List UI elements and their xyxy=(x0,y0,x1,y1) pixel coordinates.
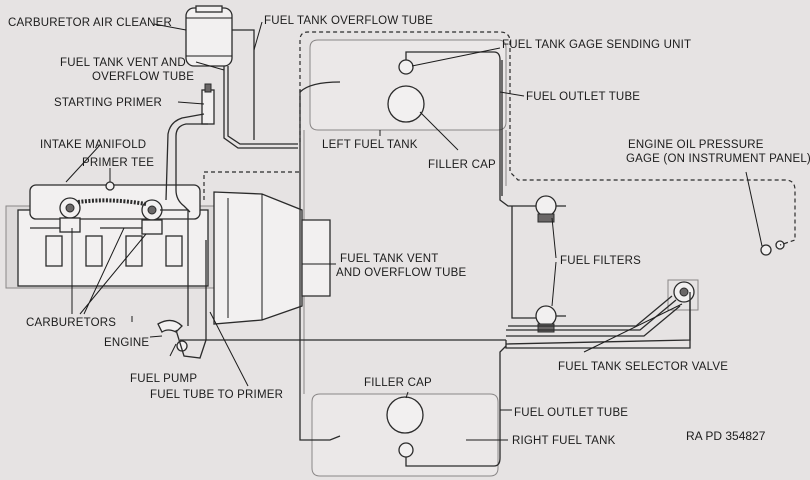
label-center-vent-2: AND OVERFLOW TUBE xyxy=(336,267,466,279)
right-fuel-tank xyxy=(311,393,499,477)
reference-number: RA PD 354827 xyxy=(686,429,766,443)
overflow-tube xyxy=(232,29,255,140)
engine-oil-pressure-gage xyxy=(760,240,785,256)
carburetor-left xyxy=(59,197,81,233)
label-carburetor-air-cleaner: CARBURETOR AIR CLEANER xyxy=(8,17,172,29)
label-fuel-pump: FUEL PUMP xyxy=(130,373,197,385)
label-primer-tee: PRIMER TEE xyxy=(82,157,154,169)
label-filler-cap-top: FILLER CAP xyxy=(428,159,496,171)
fuel-outlet-tube-bottom xyxy=(405,345,507,467)
label-fuel-tank-gage-sending-unit: FUEL TANK GAGE SENDING UNIT xyxy=(502,39,691,51)
left-tank-dashed-vent xyxy=(299,31,796,246)
carburetor-right xyxy=(141,199,163,235)
label-fuel-outlet-tube-bottom: FUEL OUTLET TUBE xyxy=(514,407,628,419)
filler-cap-bottom xyxy=(386,396,424,434)
engine-bellhousing xyxy=(213,191,331,325)
fuel-filter-bottom xyxy=(535,305,557,333)
label-fuel-tank-overflow-tube: FUEL TANK OVERFLOW TUBE xyxy=(264,15,433,27)
label-engine: ENGINE xyxy=(104,337,149,349)
label-fuel-tank-selector-valve: FUEL TANK SELECTOR VALVE xyxy=(558,361,728,373)
fuel-filter-top xyxy=(535,195,557,223)
primer-tee xyxy=(105,181,115,191)
fuel-pump xyxy=(157,319,188,352)
label-carburetors: CARBURETORS xyxy=(26,317,116,329)
label-fuel-tank-vent-2: OVERFLOW TUBE xyxy=(92,71,194,83)
left-fuel-tank xyxy=(309,39,507,131)
filler-cap-top xyxy=(387,85,425,123)
center-vent-tube xyxy=(299,148,341,441)
label-intake-manifold: INTAKE MANIFOLD xyxy=(40,139,146,151)
label-center-vent-1: FUEL TANK VENT xyxy=(340,253,438,265)
fuel-tube-to-primer xyxy=(175,123,208,213)
label-starting-primer: STARTING PRIMER xyxy=(54,97,162,109)
label-fuel-tube-to-primer: FUEL TUBE TO PRIMER xyxy=(150,389,283,401)
label-fuel-tank-vent-1: FUEL TANK VENT AND xyxy=(60,57,186,69)
label-engine-oil-pressure-2: GAGE (ON INSTRUMENT PANEL) xyxy=(626,153,810,165)
label-engine-oil-pressure-1: ENGINE OIL PRESSURE xyxy=(628,139,764,151)
carburetor-air-cleaner xyxy=(185,5,233,67)
label-fuel-filters: FUEL FILTERS xyxy=(560,255,641,267)
gage-sending-unit-bottom xyxy=(398,442,414,458)
fuel-outlet-tube-top xyxy=(405,51,536,207)
starting-primer xyxy=(201,83,215,125)
fuel-tank-selector-valve xyxy=(667,279,699,311)
vent-tube xyxy=(223,66,298,149)
label-right-fuel-tank: RIGHT FUEL TANK xyxy=(512,435,616,447)
gage-sending-unit-top xyxy=(398,59,414,75)
label-fuel-outlet-tube-top: FUEL OUTLET TUBE xyxy=(526,91,640,103)
label-filler-cap-bottom: FILLER CAP xyxy=(364,377,432,389)
leader-lines xyxy=(65,21,763,441)
label-left-fuel-tank: LEFT FUEL TANK xyxy=(322,139,418,151)
primer-tee-line xyxy=(77,198,147,206)
